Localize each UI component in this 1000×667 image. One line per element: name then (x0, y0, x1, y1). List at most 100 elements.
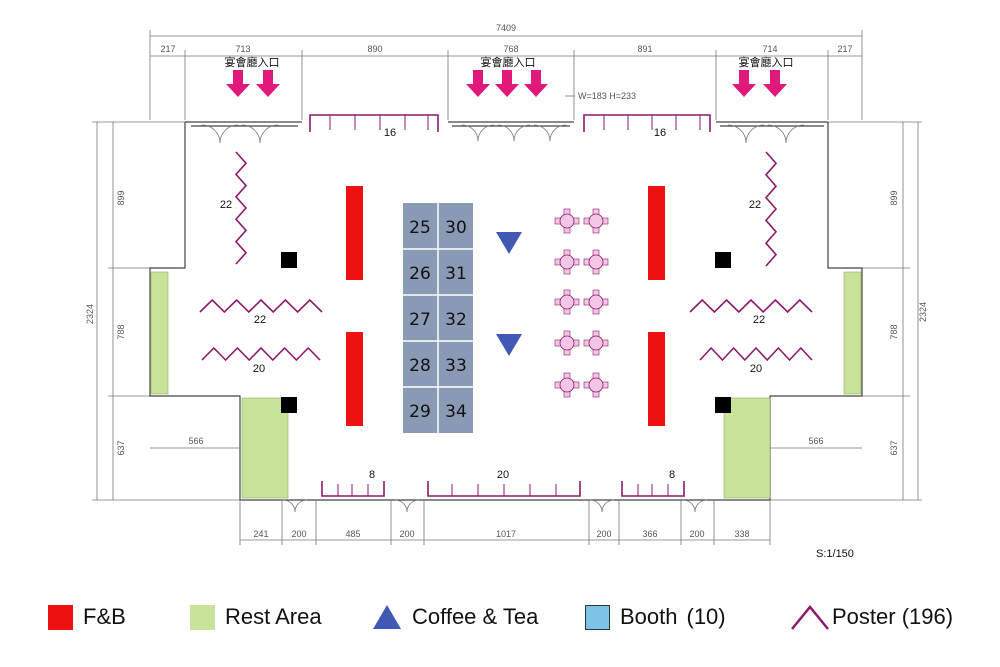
bottom-doors (282, 499, 708, 513)
poster-count-left-h2: 20 (253, 363, 265, 375)
poster-count-top-right: 16 (654, 127, 666, 139)
poster-zigzag (234, 151, 248, 265)
entrance-doors (201, 124, 805, 144)
fb-station (346, 186, 363, 280)
arrow-icon (524, 70, 548, 97)
dim-side-left: 566 (188, 436, 203, 446)
booth-grid: 25 26 27 28 29 30 31 32 33 34 (403, 203, 473, 433)
posters (199, 114, 813, 497)
poster-count-bottom-right: 8 (669, 469, 675, 481)
booth-31: 31 (445, 264, 467, 284)
poster-count-bottom-center: 20 (497, 469, 509, 481)
fb-stations (346, 186, 665, 426)
pillar (281, 397, 297, 413)
pillar (715, 252, 731, 268)
poster-zigzag-icon (791, 605, 829, 630)
rest-areas (150, 271, 862, 499)
dim-right-3: 637 (889, 440, 899, 455)
booth-swatch (585, 604, 610, 630)
tables (554, 208, 609, 398)
dim-right-2: 788 (889, 324, 899, 339)
coffee-icon (496, 334, 522, 356)
poster-count-left-h1: 22 (254, 314, 266, 326)
poster-count-right-h1: 22 (753, 314, 765, 326)
round-table (583, 289, 609, 315)
legend-coffee-label: Coffee & Tea (412, 604, 539, 629)
arrow-icon (226, 70, 250, 97)
left-dimensions: 899 788 637 2324 (85, 121, 240, 501)
coffee-icon (496, 232, 522, 254)
legend-booth-count: (10) (686, 604, 726, 629)
dim-bottom-9: 338 (734, 529, 749, 539)
poster-count-right-vertical: 22 (749, 199, 761, 211)
dim-bottom-4: 200 (399, 529, 414, 539)
legend-fb-label: F&B (83, 604, 126, 629)
door-size-note: W=183 H=233 (578, 91, 636, 101)
legend-rest-label: Rest Area (225, 604, 322, 629)
dim-bottom-8: 200 (689, 529, 704, 539)
legend-rest: Rest Area (190, 597, 322, 637)
booth-28: 28 (409, 356, 431, 376)
round-table (583, 330, 609, 356)
right-dimensions: 899 788 637 2324 (770, 121, 928, 501)
rest-area-right-strip (843, 271, 862, 395)
arrow-icon (732, 70, 756, 97)
poster-zigzag (689, 298, 813, 314)
rest-swatch (190, 604, 215, 630)
legend-booth: Booth (10) (585, 597, 726, 637)
legend-poster: Poster (196) (790, 597, 953, 637)
dim-bottom-6: 200 (596, 529, 611, 539)
dim-right-total: 2324 (918, 302, 928, 322)
legend: F&B Rest Area Coffee & Tea Booth (10) Po… (0, 597, 1000, 637)
dim-bottom-5: 1017 (496, 529, 516, 539)
dim-top-4: 768 (503, 44, 518, 54)
round-table (583, 249, 609, 275)
fb-swatch (48, 604, 73, 630)
poster-count-top-left: 16 (384, 127, 396, 139)
dim-top-1: 217 (160, 44, 175, 54)
dim-top-2: 713 (235, 44, 250, 54)
dim-side-right: 566 (808, 436, 823, 446)
pillars (281, 252, 731, 413)
dim-right-1: 899 (889, 190, 899, 205)
fb-station (648, 332, 665, 426)
scale-label: S:1/150 (816, 548, 854, 560)
poster-counts: 16 16 22 22 22 20 22 20 8 20 8 (220, 127, 765, 481)
dim-top-3: 890 (367, 44, 382, 54)
room-outline (149, 121, 863, 501)
poster-zigzag (201, 346, 321, 362)
bottom-dimensions: 241 200 485 200 1017 200 366 200 338 (239, 500, 771, 545)
booth-33: 33 (445, 356, 467, 376)
dim-top-7: 217 (837, 44, 852, 54)
entrances: 宴會廳入口 宴會廳入口 宴會廳入口 W=183 H=233 (225, 55, 794, 101)
dim-left-2: 788 (116, 324, 126, 339)
poster-zigzag (764, 151, 778, 267)
poster-count-right-h2: 20 (750, 363, 762, 375)
dim-left-total: 2324 (85, 304, 95, 324)
booth-26: 26 (409, 264, 431, 284)
entrance-arrows (226, 70, 787, 97)
fb-station (648, 186, 665, 280)
round-table (554, 372, 580, 398)
arrow-icon (256, 70, 280, 97)
entrance-label-center: 宴會廳入口 (481, 55, 536, 69)
booth-27: 27 (409, 310, 431, 330)
round-table (554, 289, 580, 315)
dim-bottom-3: 485 (345, 529, 360, 539)
round-table (554, 249, 580, 275)
booth-29: 29 (409, 402, 431, 422)
dim-left-3: 637 (116, 440, 126, 455)
arrow-icon (466, 70, 490, 97)
rest-area-right-block (723, 397, 771, 499)
round-table (554, 330, 580, 356)
dim-bottom-1: 241 (253, 529, 268, 539)
booth-25: 25 (409, 218, 431, 238)
legend-booth-label: Booth (620, 604, 678, 629)
arrow-icon (495, 70, 519, 97)
dim-top-6: 714 (762, 44, 777, 54)
rest-area-left-block (241, 397, 289, 499)
poster-count-bottom-left: 8 (369, 469, 375, 481)
poster-count-left-vertical: 22 (220, 199, 232, 211)
dim-bottom-7: 366 (642, 529, 657, 539)
booth-32: 32 (445, 310, 467, 330)
